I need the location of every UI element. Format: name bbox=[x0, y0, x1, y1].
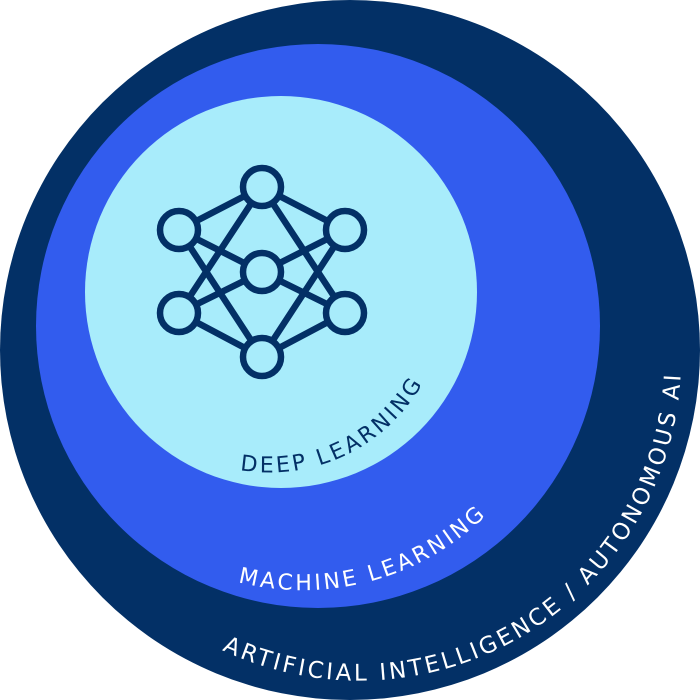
node-upper-right bbox=[322, 207, 368, 253]
neural-network-icon bbox=[156, 164, 368, 380]
node-center bbox=[239, 249, 285, 295]
node-top bbox=[239, 164, 285, 210]
node-lower-right bbox=[322, 290, 368, 336]
inner-circle-dl bbox=[85, 96, 477, 488]
node-upper-left bbox=[156, 207, 202, 253]
node-bottom bbox=[239, 334, 285, 380]
node-lower-left bbox=[156, 290, 202, 336]
